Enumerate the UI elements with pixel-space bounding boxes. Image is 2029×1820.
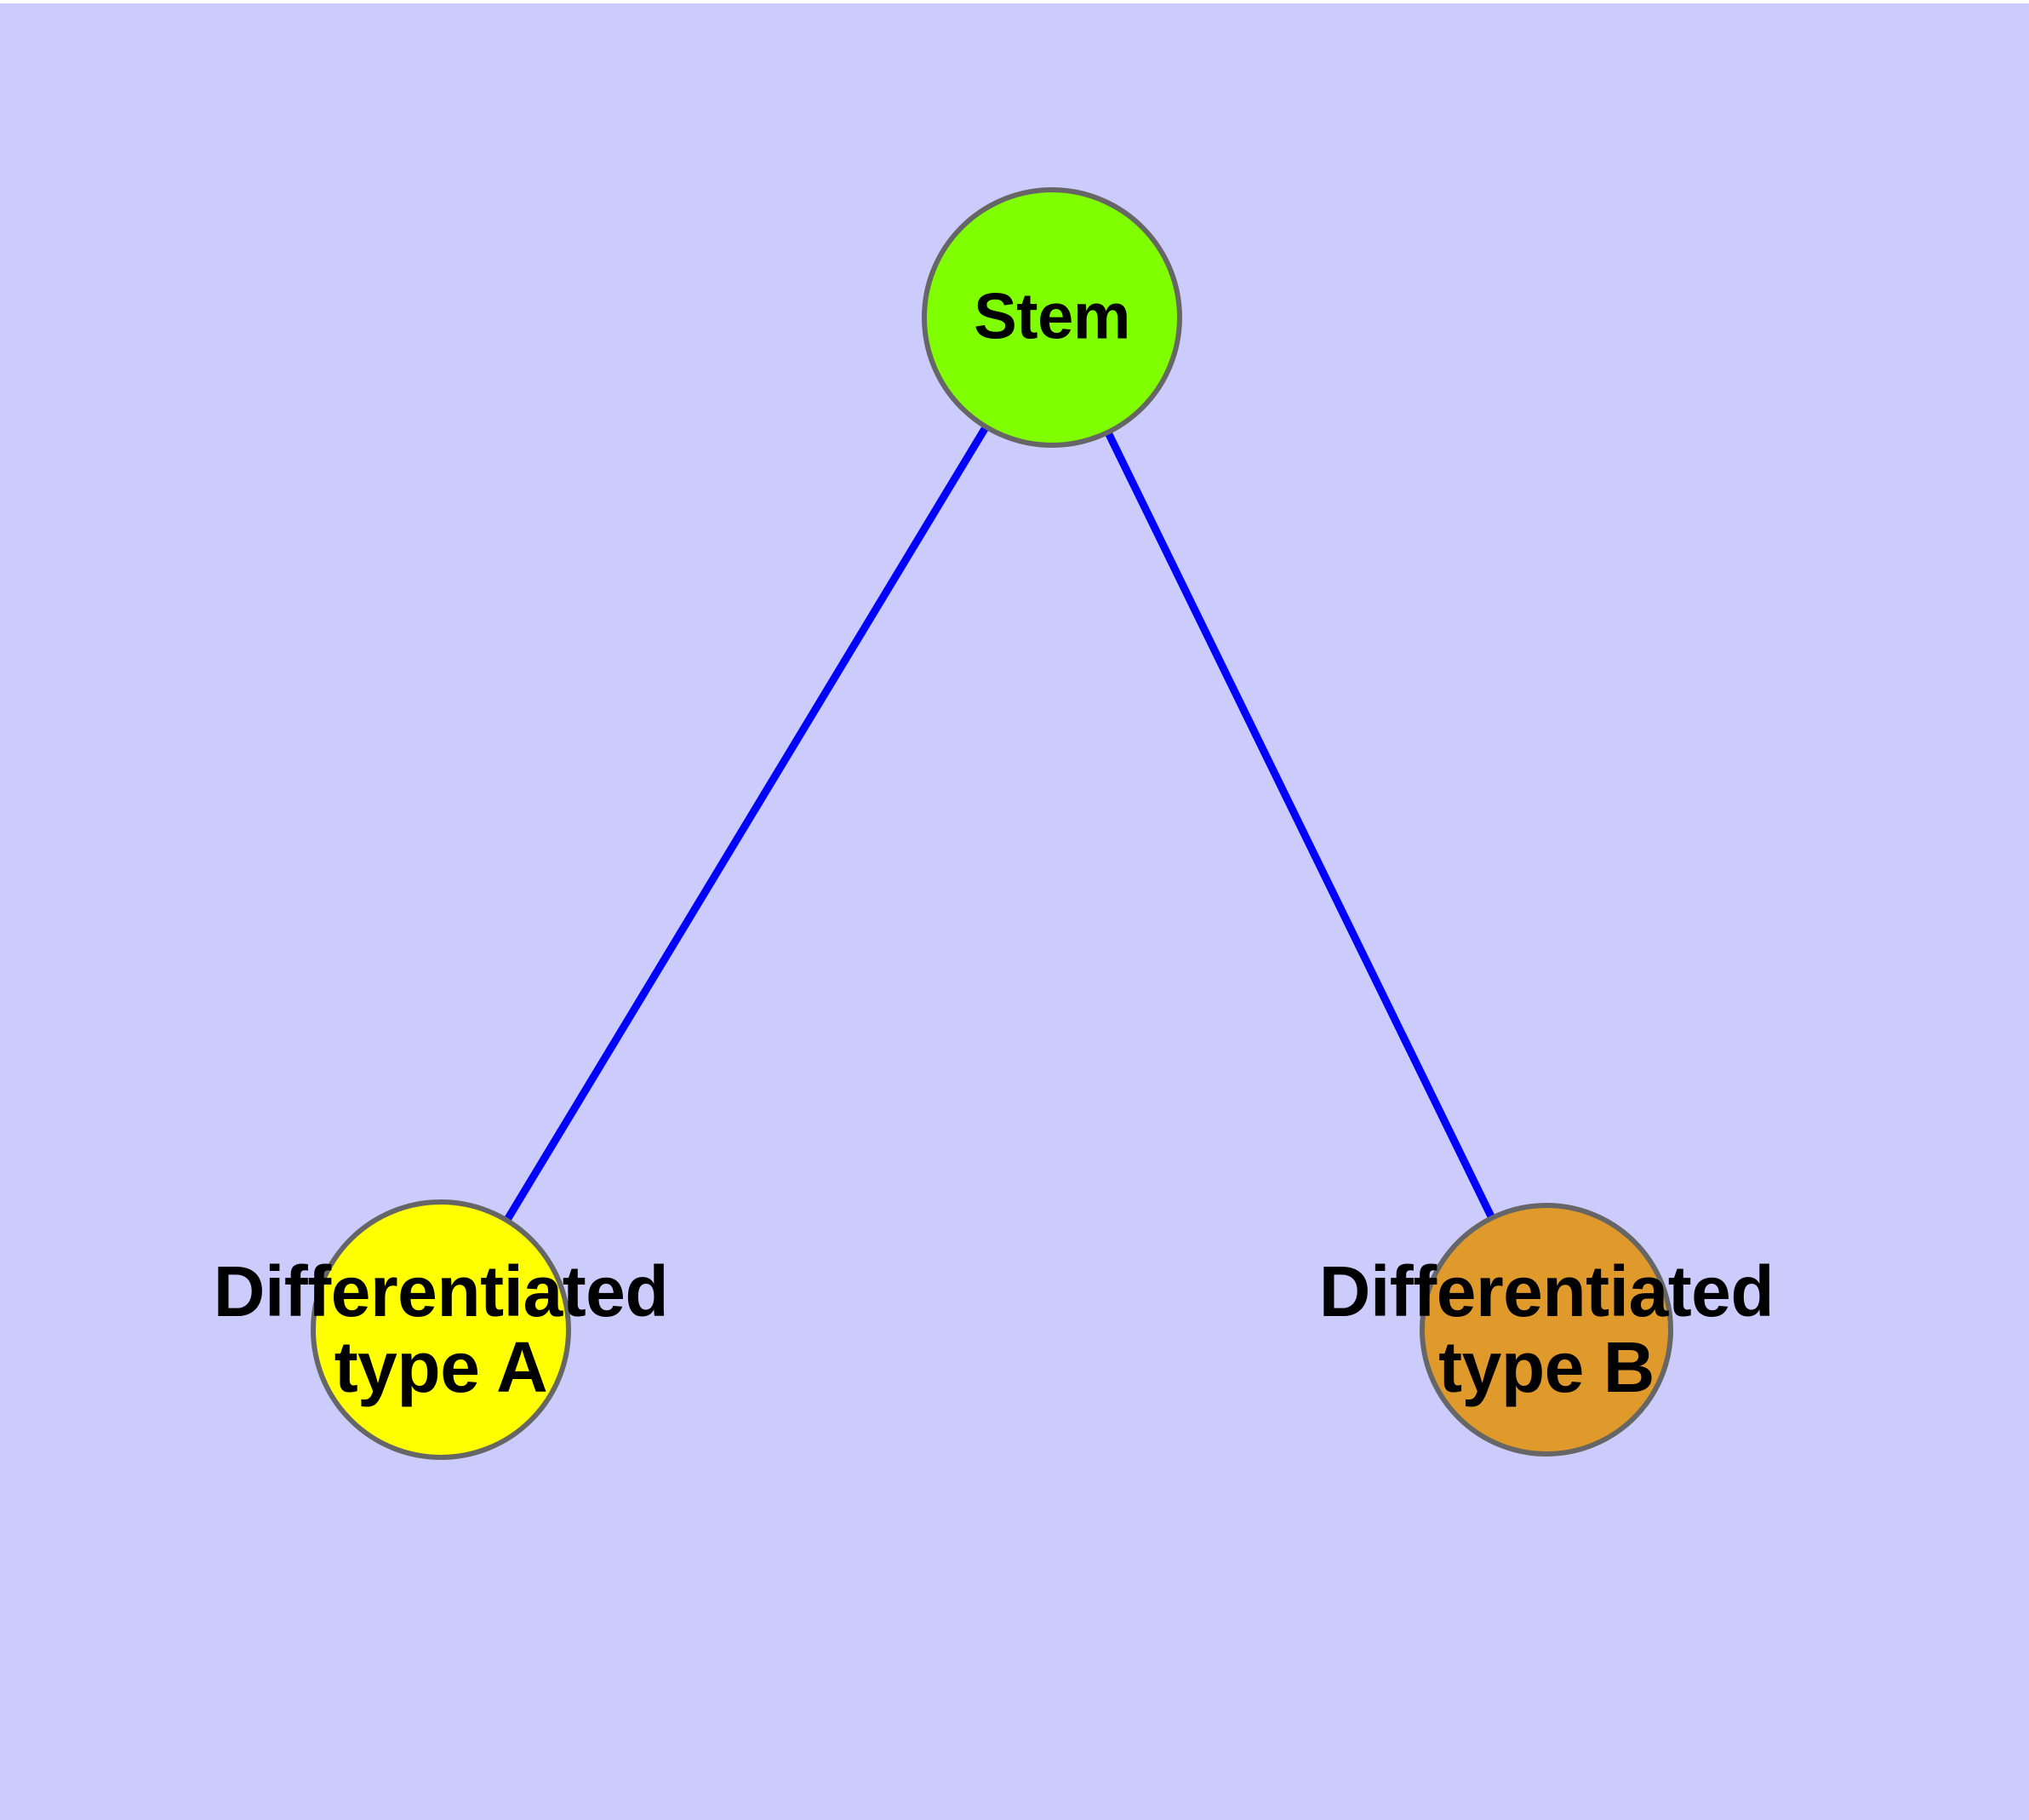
node-circle-stem[interactable] (922, 187, 1182, 448)
edge-stem-diff-b[interactable] (1048, 316, 1551, 1331)
edges-layer (437, 315, 1551, 1332)
node-circle-diff-a[interactable] (311, 1199, 571, 1460)
edge-stem-diff-a[interactable] (437, 315, 1055, 1332)
node-circle-diff-b[interactable] (1420, 1203, 1673, 1457)
nodes-layer (311, 187, 1673, 1460)
